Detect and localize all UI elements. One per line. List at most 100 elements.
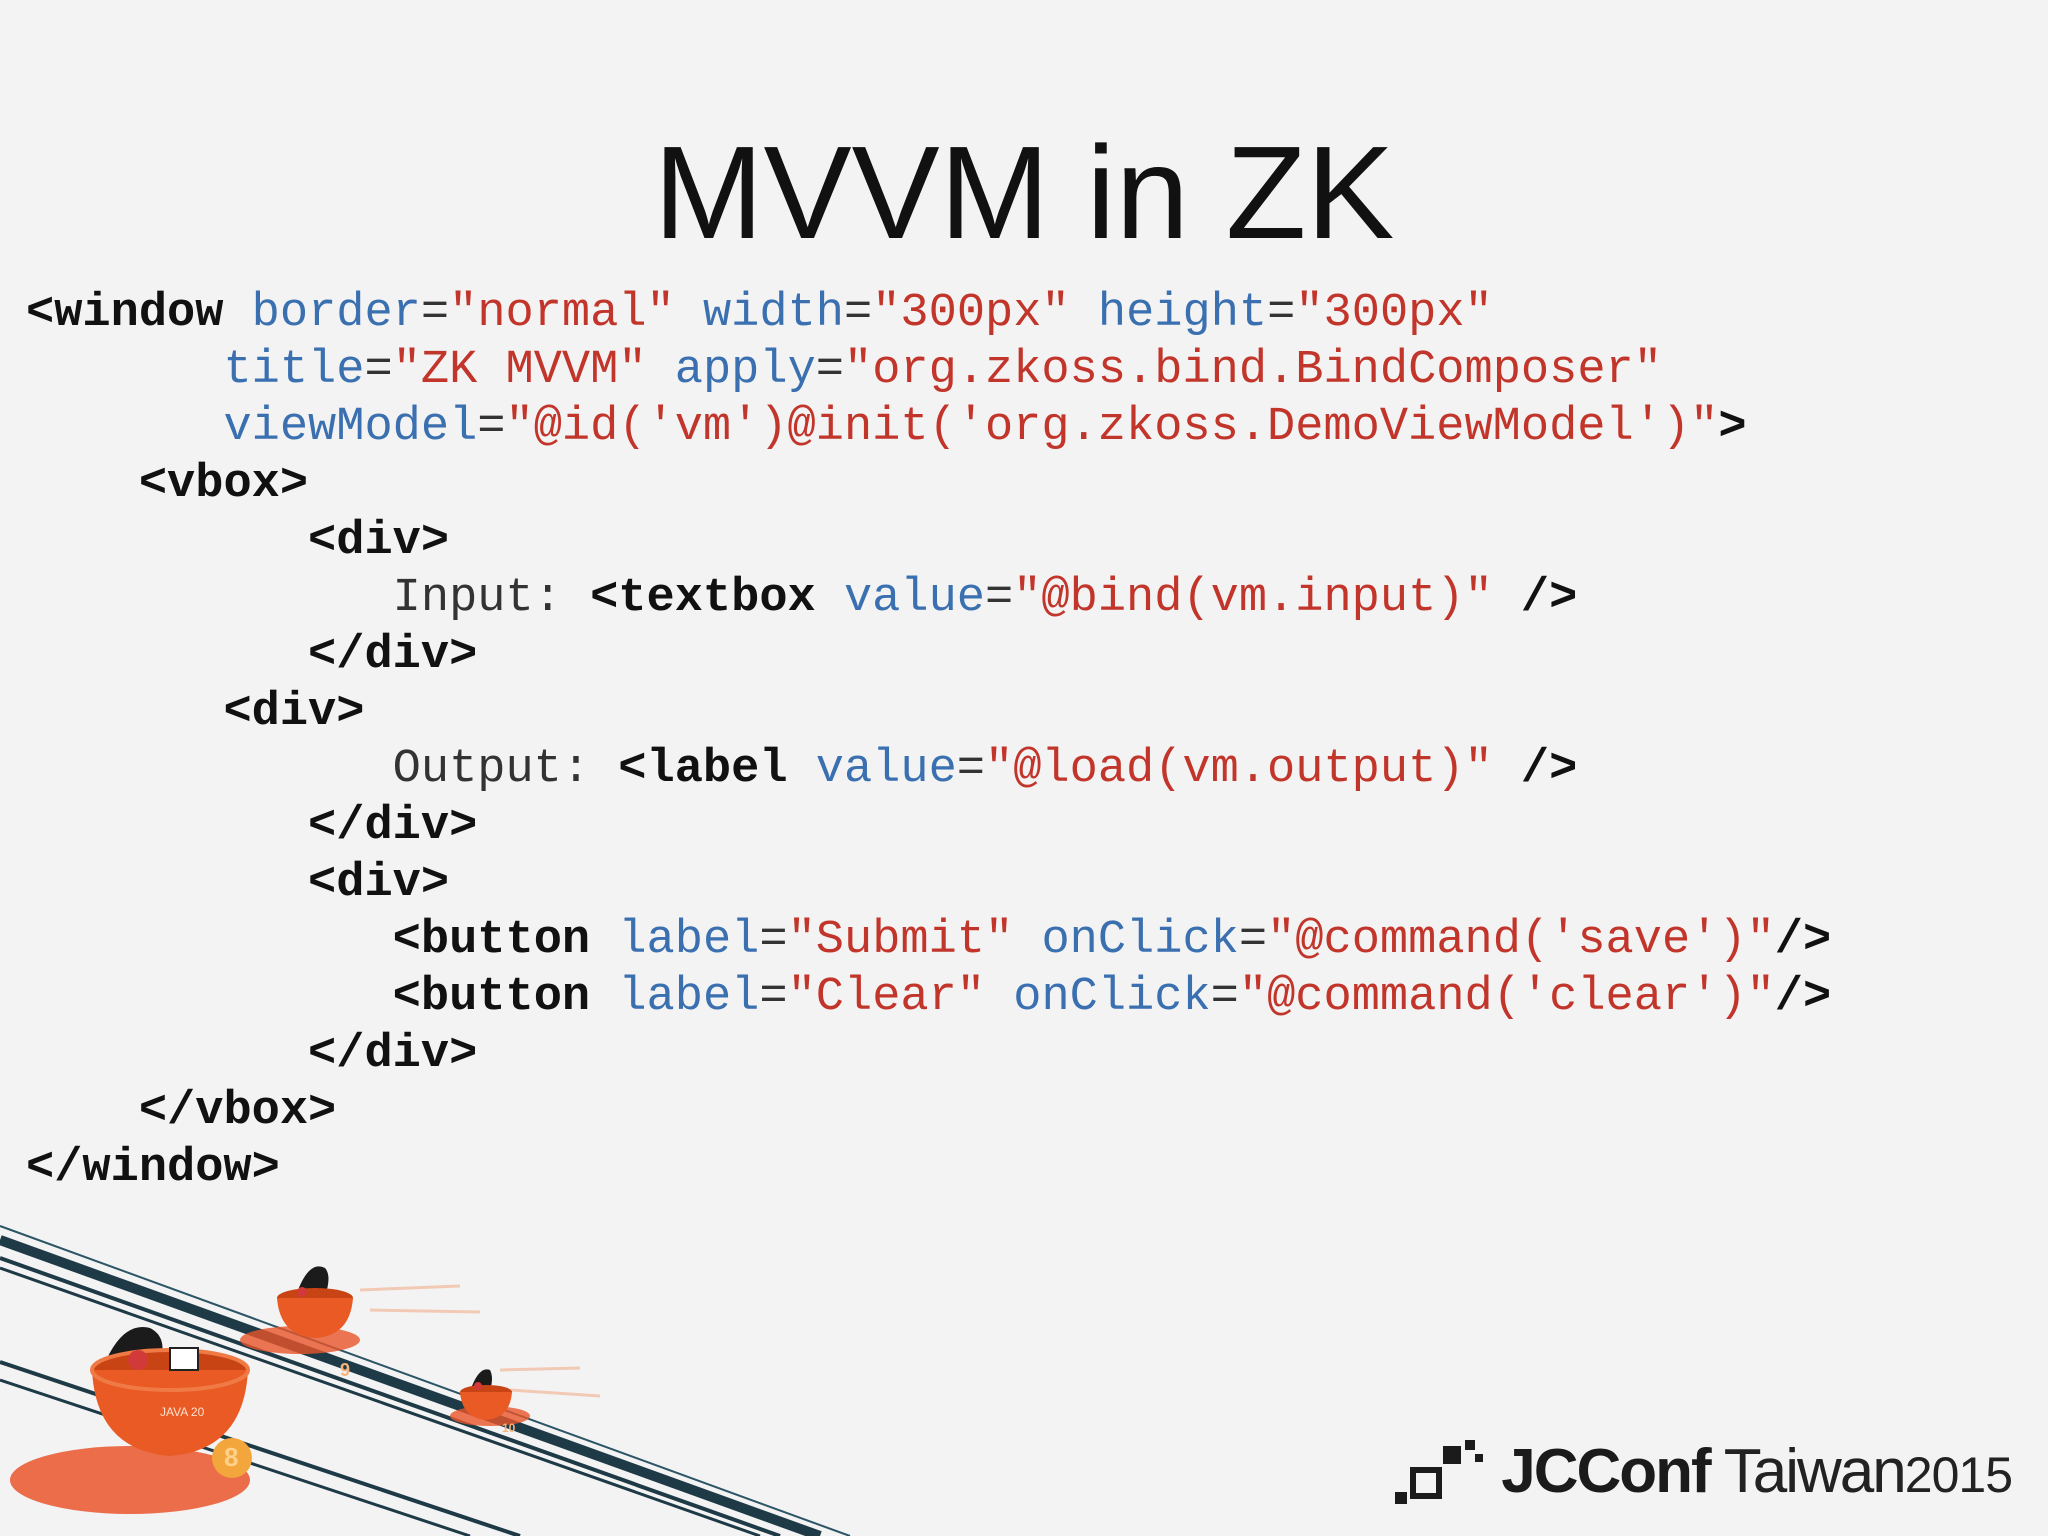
code-text <box>26 401 223 454</box>
code-line: title="ZK MVVM" apply="org.zkoss.bind.Bi… <box>26 342 1662 399</box>
code-text: = <box>420 287 450 340</box>
code-line: <button label="Clear" onClick="@command(… <box>26 969 1832 1026</box>
code-attribute: value <box>843 572 985 625</box>
code-tag: <button <box>392 914 591 967</box>
code-line: </div> <box>26 627 477 684</box>
cup-medium-icon <box>277 1266 353 1338</box>
code-attribute: viewModel <box>223 401 478 454</box>
code-tag: /> <box>1774 914 1832 967</box>
code-text: Output: <box>26 743 619 796</box>
mascot-label-10: 10 <box>502 1421 516 1435</box>
track-stripes <box>0 1225 851 1536</box>
code-value: "Clear" <box>787 971 986 1024</box>
code-text <box>26 686 223 739</box>
slide-title: MVVM in ZK <box>653 119 1395 266</box>
code-tag: <div> <box>308 515 450 568</box>
code-text <box>26 1028 308 1081</box>
code-tag: <window <box>26 287 224 340</box>
code-text <box>675 287 703 340</box>
code-tag: /> <box>1774 971 1832 1024</box>
code-text: = <box>759 914 788 967</box>
code-text <box>26 629 308 682</box>
code-tag: /> <box>1520 572 1578 625</box>
code-attribute: apply <box>674 344 816 397</box>
code-text <box>647 344 675 397</box>
code-tag: <textbox <box>590 572 816 625</box>
code-text <box>788 743 816 796</box>
code-line: Output: <label value="@load(vm.output)" … <box>26 741 1578 798</box>
logo-brand-prefix: JC <box>1501 1437 1578 1506</box>
code-tag: </div> <box>308 629 478 682</box>
code-attribute: title <box>223 344 365 397</box>
code-value: "@id('vm')@init('org.zkoss.DemoViewModel… <box>505 401 1719 454</box>
code-line: <div> <box>26 513 449 570</box>
code-text: = <box>1210 971 1239 1024</box>
code-text <box>1070 287 1098 340</box>
cup-shadow-large <box>10 1446 250 1514</box>
code-text <box>26 1085 139 1138</box>
jcconf-squares-icon <box>1395 1440 1484 1504</box>
code-text <box>985 971 1013 1024</box>
code-line: </window> <box>26 1140 280 1197</box>
code-attribute: label <box>618 971 760 1024</box>
code-text <box>1493 572 1521 625</box>
code-text <box>26 344 223 397</box>
code-text <box>26 857 308 910</box>
code-text <box>26 914 393 967</box>
mascot-label-8: 8 <box>224 1442 238 1472</box>
code-value: "300px" <box>872 287 1070 340</box>
code-text <box>26 800 308 853</box>
code-value: "normal" <box>449 287 675 340</box>
code-tag: <div> <box>223 686 365 739</box>
logo-brand-rest: Conf <box>1576 1437 1711 1506</box>
code-value: "300px" <box>1295 287 1493 340</box>
code-tag: > <box>1718 401 1747 454</box>
code-value: "ZK MVVM" <box>392 344 647 397</box>
code-text: = <box>815 344 844 397</box>
code-attribute: onClick <box>1041 914 1239 967</box>
code-tag: /> <box>1520 743 1578 796</box>
code-text: = <box>364 344 393 397</box>
code-text <box>1493 743 1521 796</box>
code-attribute: label <box>618 914 760 967</box>
code-line: Input: <textbox value="@bind(vm.input)" … <box>26 570 1578 627</box>
code-value: "Submit" <box>787 914 1014 967</box>
jcconf-wordmark: JCConf Taiwan2015 <box>1501 1441 2013 1506</box>
code-text: = <box>1238 914 1268 967</box>
code-tag: <div> <box>308 857 450 910</box>
code-text <box>26 458 139 511</box>
code-line: <div> <box>26 684 364 741</box>
code-line: <button label="Submit" onClick="@command… <box>26 912 1832 969</box>
code-line: </vbox> <box>26 1083 336 1140</box>
code-text: = <box>1267 287 1296 340</box>
code-line: <div> <box>26 855 449 912</box>
code-text <box>1013 914 1041 967</box>
jcconf-logo: JCConf Taiwan2015 <box>1395 1426 2013 1506</box>
code-text: = <box>984 572 1014 625</box>
code-tag: <vbox> <box>138 458 309 511</box>
code-attribute: height <box>1097 287 1268 340</box>
code-line: <vbox> <box>26 456 308 513</box>
mascot-label-9: 9 <box>340 1360 350 1380</box>
code-text <box>590 914 618 967</box>
code-value: "@load(vm.output)" <box>985 743 1493 796</box>
code-value: "@command('clear')" <box>1238 971 1775 1024</box>
code-line: viewModel="@id('vm')@init('org.zkoss.Dem… <box>26 399 1747 456</box>
code-value: "@bind(vm.input)" <box>1013 572 1493 625</box>
code-attribute: border <box>251 287 421 340</box>
code-text: = <box>759 971 788 1024</box>
code-text: = <box>477 401 506 454</box>
code-attribute: onClick <box>1013 971 1211 1024</box>
code-tag: </window> <box>26 1142 280 1195</box>
code-text <box>590 971 618 1024</box>
cup-large-icon <box>90 1326 252 1478</box>
logo-region: Taiwan <box>1709 1437 1907 1506</box>
cup-small-icon <box>460 1369 512 1420</box>
code-tag: </div> <box>308 1028 478 1081</box>
code-text: = <box>844 287 873 340</box>
code-text: = <box>956 743 985 796</box>
code-line: </div> <box>26 798 477 855</box>
code-line: </div> <box>26 1026 477 1083</box>
code-text <box>816 572 844 625</box>
code-text: Input: <box>26 572 591 625</box>
